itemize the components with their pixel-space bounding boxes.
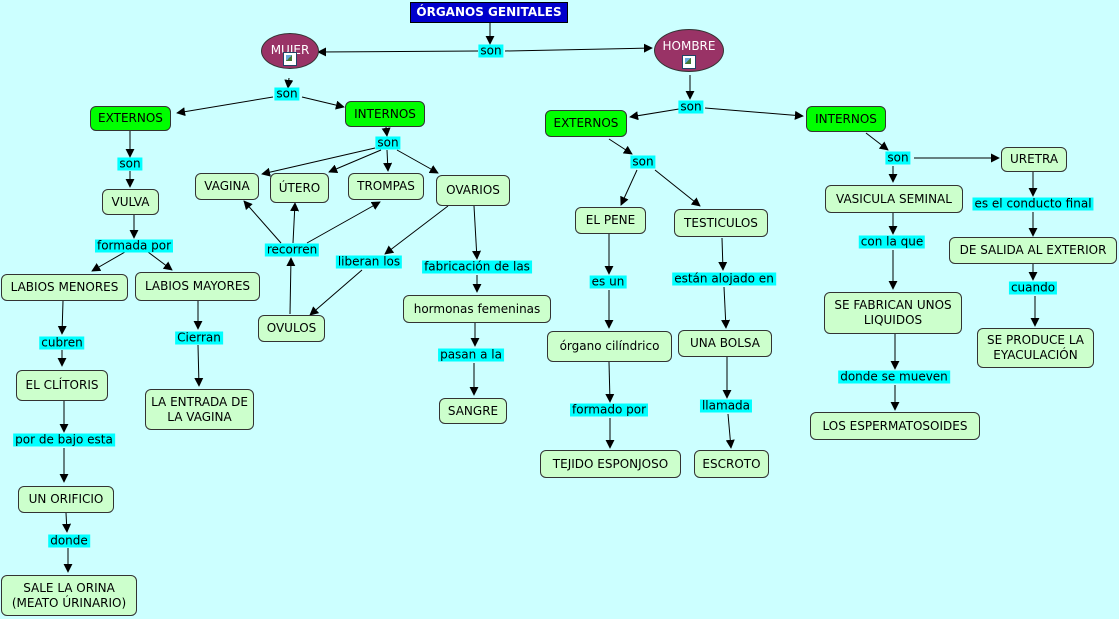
male-externos-concept[interactable]: EXTERNOS (545, 110, 627, 137)
link-phrase-son[interactable]: son (375, 135, 401, 150)
image-icon[interactable] (283, 52, 297, 66)
link-phrase-liberan[interactable]: liberan los (335, 254, 403, 269)
link-phrase-cierran[interactable]: Cierran (175, 330, 223, 345)
link-phrase-conducto[interactable]: es el conducto final (972, 196, 1094, 211)
link-phrase-son[interactable]: son (678, 99, 704, 114)
title-concept[interactable]: ÓRGANOS GENITALES (410, 2, 568, 23)
clitoris-concept[interactable]: EL CLÍTORIS (16, 370, 108, 401)
escroto-concept[interactable]: ESCROTO (694, 450, 769, 478)
link-phrase-recorren[interactable]: recorren (264, 242, 320, 257)
bolsa-concept[interactable]: UNA BOLSA (678, 330, 772, 357)
link-phrase-por-debajo[interactable]: por de bajo esta (13, 432, 115, 447)
link-phrase-llamada[interactable]: llamada (699, 398, 753, 413)
ovulos-concept[interactable]: OVULOS (258, 315, 325, 342)
organo-concept[interactable]: órgano cilíndrico (547, 331, 672, 362)
female-internos-concept[interactable]: INTERNOS (345, 101, 425, 127)
link-phrase-son[interactable]: son (274, 86, 300, 101)
link-phrase-donde-mueven[interactable]: donde se mueven (838, 369, 950, 384)
link-phrase-formada-por[interactable]: formada por (94, 238, 174, 253)
link-phrase-es-un[interactable]: es un (589, 274, 627, 289)
hormonas-concept[interactable]: hormonas femeninas (403, 295, 551, 323)
espermatozoides-concept[interactable]: LOS ESPERMATOSOIDES (810, 412, 980, 440)
link-phrase-donde[interactable]: donde (48, 533, 90, 548)
link-phrase-fabricacion[interactable]: fabricación de las (422, 259, 532, 274)
link-phrase-formado-por[interactable]: formado por (570, 402, 648, 417)
link-phrase-cubren[interactable]: cubren (39, 335, 85, 350)
link-phrase-son[interactable]: son (117, 156, 143, 171)
male-internos-concept[interactable]: INTERNOS (806, 106, 886, 132)
female-externos-concept[interactable]: EXTERNOS (90, 106, 171, 131)
link-phrase-alojado[interactable]: están alojado en (672, 271, 776, 286)
liquidos-concept[interactable]: SE FABRICAN UNOS LIQUIDOS (824, 292, 962, 334)
utero-concept[interactable]: ÚTERO (270, 173, 329, 203)
hombre-concept[interactable]: HOMBRE (654, 29, 724, 72)
mujer-label: MUJER (270, 43, 310, 57)
link-phrase-son[interactable]: son (885, 150, 911, 165)
link-phrase-con-la-que[interactable]: con la que (858, 234, 926, 249)
eyaculacion-concept[interactable]: SE PRODUCE LA EYACULACIÓN (977, 328, 1094, 368)
sangre-concept[interactable]: SANGRE (439, 398, 507, 424)
link-phrase-pasan[interactable]: pasan a la (438, 347, 504, 362)
uretra-concept[interactable]: URETRA (1001, 147, 1067, 172)
testiculos-concept[interactable]: TESTICULOS (674, 209, 768, 237)
labios-menores-concept[interactable]: LABIOS MENORES (1, 274, 128, 301)
vesicula-concept[interactable]: VASICULA SEMINAL (825, 185, 963, 213)
hombre-label: HOMBRE (662, 39, 716, 53)
link-phrase-son[interactable]: son (478, 43, 504, 58)
orina-concept[interactable]: SALE LA ORINA (MEATO ÚRINARIO) (1, 575, 137, 616)
vulva-concept[interactable]: VULVA (102, 189, 159, 215)
ovarios-concept[interactable]: OVARIOS (436, 175, 510, 206)
trompas-concept[interactable]: TROMPAS (348, 173, 424, 200)
entrada-vagina-concept[interactable]: LA ENTRADA DE LA VAGINA (145, 389, 254, 430)
orificio-concept[interactable]: UN ORIFICIO (18, 486, 114, 513)
tejido-concept[interactable]: TEJIDO ESPONJOSO (540, 450, 681, 478)
salida-concept[interactable]: DE SALIDA AL EXTERIOR (949, 237, 1117, 264)
link-phrase-cuando[interactable]: cuando (1008, 280, 1058, 295)
labios-mayores-concept[interactable]: LABIOS MAYORES (135, 272, 260, 301)
pene-concept[interactable]: EL PENE (575, 207, 646, 234)
vagina-concept[interactable]: VAGINA (195, 173, 259, 200)
mujer-concept[interactable]: MUJER (261, 33, 319, 69)
image-icon[interactable] (682, 55, 696, 69)
link-phrase-son[interactable]: son (630, 154, 656, 169)
